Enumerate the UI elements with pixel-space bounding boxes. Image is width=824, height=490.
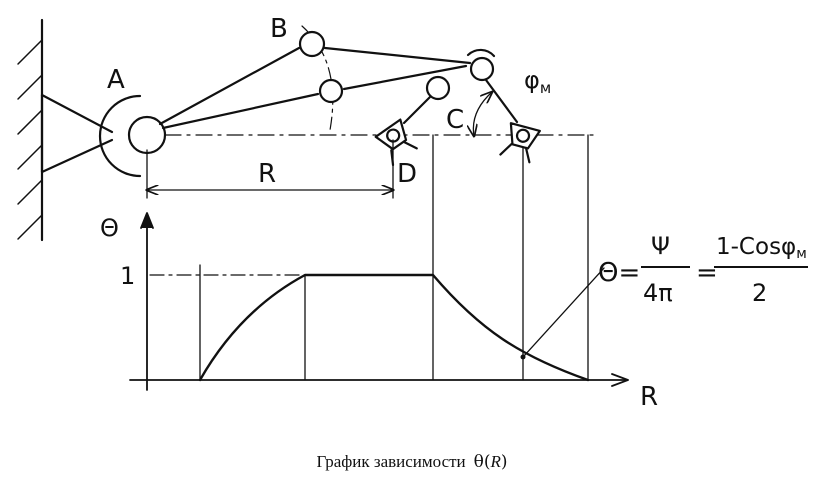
axis-y-label: Θ (100, 214, 119, 242)
caption-math-close: ) (500, 452, 508, 472)
gripper-right (499, 122, 541, 164)
label-d: D (397, 159, 417, 189)
figure-caption: График зависимости θ(R) (0, 452, 824, 472)
chart-axes (129, 212, 629, 391)
dimension-r (147, 139, 393, 199)
formula-frac2-num-main: 1-Cosφ (716, 234, 796, 260)
tick-y-one: 1 (120, 262, 135, 290)
caption-math: θ(R) (474, 452, 508, 472)
formula-lhs: Θ= (598, 258, 640, 288)
formula: Θ= Ψ 4π = 1-Cosφм 2 (598, 232, 808, 307)
label-a: A (107, 65, 125, 95)
phi-symbol: φ (524, 66, 540, 94)
link-b-right (323, 46, 472, 65)
label-b: B (270, 14, 288, 44)
fixed-wall (17, 18, 44, 242)
formula-leader (522, 267, 605, 358)
arm-right-gripper (484, 78, 519, 124)
caption-math-symbol: θ( (473, 452, 491, 472)
axis-x-label: R (640, 382, 658, 412)
formula-leader-dot (520, 354, 526, 360)
joint-b (298, 30, 326, 58)
formula-frac1-num: Ψ (651, 232, 670, 260)
label-r-dimension: R (258, 159, 276, 189)
projection-lines (199, 134, 589, 381)
formula-frac2-num: 1-Cosφм (716, 234, 807, 262)
joint-mid (318, 78, 344, 104)
link-mid-right (342, 64, 468, 91)
link-a-mid (161, 92, 320, 130)
formula-equals: = (696, 258, 718, 288)
arm-c-gripper (402, 95, 432, 125)
formula-frac2-num-sub: м (796, 246, 807, 262)
formula-frac1-den: 4π (643, 279, 673, 307)
phi-subscript: м (540, 79, 551, 97)
formula-frac2-den: 2 (752, 279, 767, 307)
mechanism-diagram: A B C D φм R Θ R 1 Θ= Ψ 4π = 1-Cosφм 2 (17, 14, 808, 412)
link-a-b (158, 46, 301, 126)
theta-curve (198, 273, 590, 382)
label-phi: φм (524, 66, 551, 97)
joint-c (425, 75, 451, 101)
joint-right-top (466, 48, 496, 82)
label-c: C (446, 105, 464, 135)
caption-math-var: R (490, 452, 501, 471)
base-support (40, 93, 114, 174)
joint-a (98, 94, 167, 178)
phi-angle-arc (473, 92, 492, 136)
caption-text: График зависимости (316, 452, 466, 471)
